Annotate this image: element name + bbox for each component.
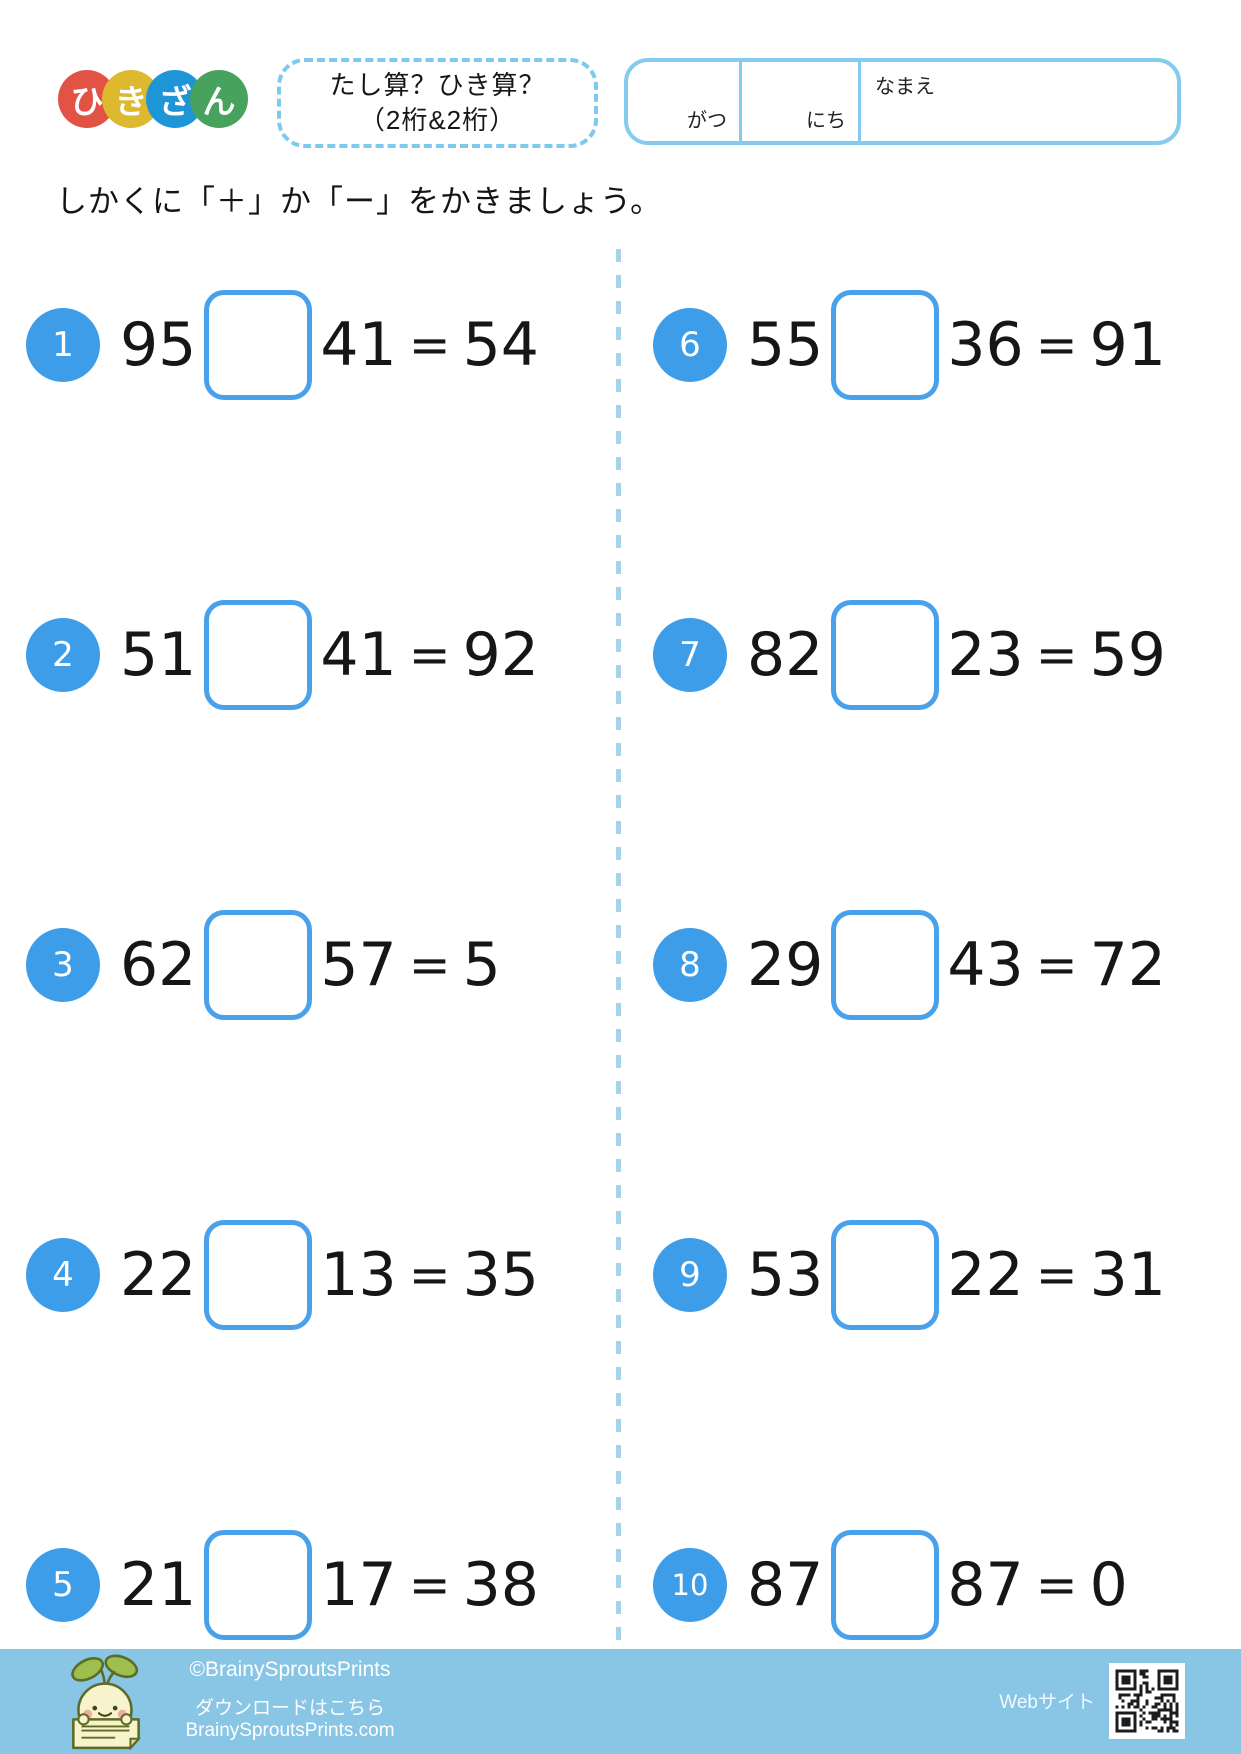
equals-sign: = bbox=[1035, 936, 1078, 994]
answer-box[interactable] bbox=[831, 910, 940, 1020]
problem-number-badge: 7 bbox=[653, 618, 727, 692]
result-value: 92 bbox=[462, 620, 539, 690]
operand-b: 57 bbox=[320, 930, 397, 1000]
problem-row: 7 82 23=59 bbox=[653, 593, 1166, 717]
operand-a: 53 bbox=[747, 1240, 824, 1310]
equals-sign: = bbox=[1035, 1556, 1078, 1614]
equals-sign: = bbox=[408, 936, 451, 994]
mascot-sprout-icon bbox=[71, 1654, 141, 1751]
day-label: にち bbox=[806, 110, 846, 132]
problem-number-badge: 3 bbox=[26, 928, 100, 1002]
day-field[interactable]: にち bbox=[742, 62, 861, 141]
website-label: Webサイト bbox=[999, 1692, 1095, 1713]
problem-row: 4 22 13=35 bbox=[26, 1213, 539, 1337]
answer-box[interactable] bbox=[831, 1530, 940, 1640]
footer-credits: ©BrainySproutsPrints ダウンロードはこちら BrainySp… bbox=[100, 1658, 480, 1742]
result-value: 38 bbox=[462, 1550, 539, 1620]
operand-a: 62 bbox=[120, 930, 197, 1000]
operand-b: 13 bbox=[320, 1240, 397, 1310]
operand-a: 51 bbox=[120, 620, 197, 690]
copyright-text: ©BrainySproutsPrints bbox=[189, 1658, 391, 1681]
problem-row: 6 55 36=91 bbox=[653, 283, 1166, 407]
operand-a: 55 bbox=[747, 310, 824, 380]
problem-row: 9 53 22=31 bbox=[653, 1213, 1166, 1337]
result-value: 72 bbox=[1089, 930, 1166, 1000]
equals-sign: = bbox=[408, 626, 451, 684]
operand-a: 22 bbox=[120, 1240, 197, 1310]
problem-number-badge: 4 bbox=[26, 1238, 100, 1312]
result-value: 59 bbox=[1089, 620, 1166, 690]
equals-sign: = bbox=[408, 1246, 451, 1304]
answer-box[interactable] bbox=[204, 1530, 313, 1640]
problem-row: 2 51 41=92 bbox=[26, 593, 539, 717]
problem-row: 8 29 43=72 bbox=[653, 903, 1166, 1027]
operand-b: 17 bbox=[320, 1550, 397, 1620]
answer-box[interactable] bbox=[831, 290, 940, 400]
worksheet-title-box: たし算？ひき算？ （2桁&2桁） bbox=[277, 58, 598, 148]
result-value: 5 bbox=[462, 930, 501, 1000]
answer-box[interactable] bbox=[204, 1220, 313, 1330]
worksheet-title-line2: （2桁&2桁） bbox=[358, 105, 517, 135]
logo-circle: ざ bbox=[146, 70, 204, 128]
operand-a: 29 bbox=[747, 930, 824, 1000]
operand-a: 87 bbox=[747, 1550, 824, 1620]
operand-a: 95 bbox=[120, 310, 197, 380]
equals-sign: = bbox=[1035, 1246, 1078, 1304]
problem-number-badge: 8 bbox=[653, 928, 727, 1002]
answer-box[interactable] bbox=[831, 600, 940, 710]
operand-b: 87 bbox=[947, 1550, 1024, 1620]
problem-number-badge: 9 bbox=[653, 1238, 727, 1312]
problem-number-badge: 10 bbox=[653, 1548, 727, 1622]
logo-hikizan: ひきざん bbox=[58, 70, 248, 128]
problem-number-badge: 2 bbox=[26, 618, 100, 692]
month-field[interactable]: がつ bbox=[628, 62, 742, 141]
logo-circle: ん bbox=[190, 70, 248, 128]
qr-code bbox=[1109, 1663, 1185, 1739]
answer-box[interactable] bbox=[204, 600, 313, 710]
result-value: 54 bbox=[462, 310, 539, 380]
operand-a: 82 bbox=[747, 620, 824, 690]
operand-b: 23 bbox=[947, 620, 1024, 690]
operand-b: 22 bbox=[947, 1240, 1024, 1310]
answer-box[interactable] bbox=[831, 1220, 940, 1330]
instruction-text: しかくに「＋」か「ー」をかきましょう。 bbox=[56, 184, 663, 219]
worksheet-title-line1: たし算？ひき算？ bbox=[329, 69, 546, 100]
footer: ©BrainySproutsPrints ダウンロードはこちら BrainySp… bbox=[0, 1649, 1241, 1754]
equals-sign: = bbox=[1035, 626, 1078, 684]
result-value: 91 bbox=[1089, 310, 1166, 380]
problem-number-badge: 1 bbox=[26, 308, 100, 382]
answer-box[interactable] bbox=[204, 910, 313, 1020]
result-value: 31 bbox=[1089, 1240, 1166, 1310]
month-label: がつ bbox=[687, 110, 727, 132]
problem-row: 3 62 57=5 bbox=[26, 903, 501, 1027]
date-name-box: がつ にち なまえ bbox=[624, 58, 1181, 145]
equals-sign: = bbox=[408, 316, 451, 374]
operand-b: 36 bbox=[947, 310, 1024, 380]
column-divider bbox=[616, 249, 621, 1644]
operand-b: 41 bbox=[320, 310, 397, 380]
problem-row: 5 21 17=38 bbox=[26, 1523, 539, 1647]
result-value: 0 bbox=[1089, 1550, 1128, 1620]
operand-a: 21 bbox=[120, 1550, 197, 1620]
operand-b: 41 bbox=[320, 620, 397, 690]
equals-sign: = bbox=[1035, 316, 1078, 374]
operand-b: 43 bbox=[947, 930, 1024, 1000]
problem-number-badge: 5 bbox=[26, 1548, 100, 1622]
answer-box[interactable] bbox=[204, 290, 313, 400]
name-label: なまえ bbox=[875, 76, 935, 98]
name-field[interactable]: なまえ bbox=[861, 62, 1177, 141]
equals-sign: = bbox=[408, 1556, 451, 1614]
problem-number-badge: 6 bbox=[653, 308, 727, 382]
result-value: 35 bbox=[462, 1240, 539, 1310]
download-text: ダウンロードはこちら BrainySproutsPrints.com bbox=[185, 1698, 395, 1741]
problem-row: 1 95 41=54 bbox=[26, 283, 539, 407]
